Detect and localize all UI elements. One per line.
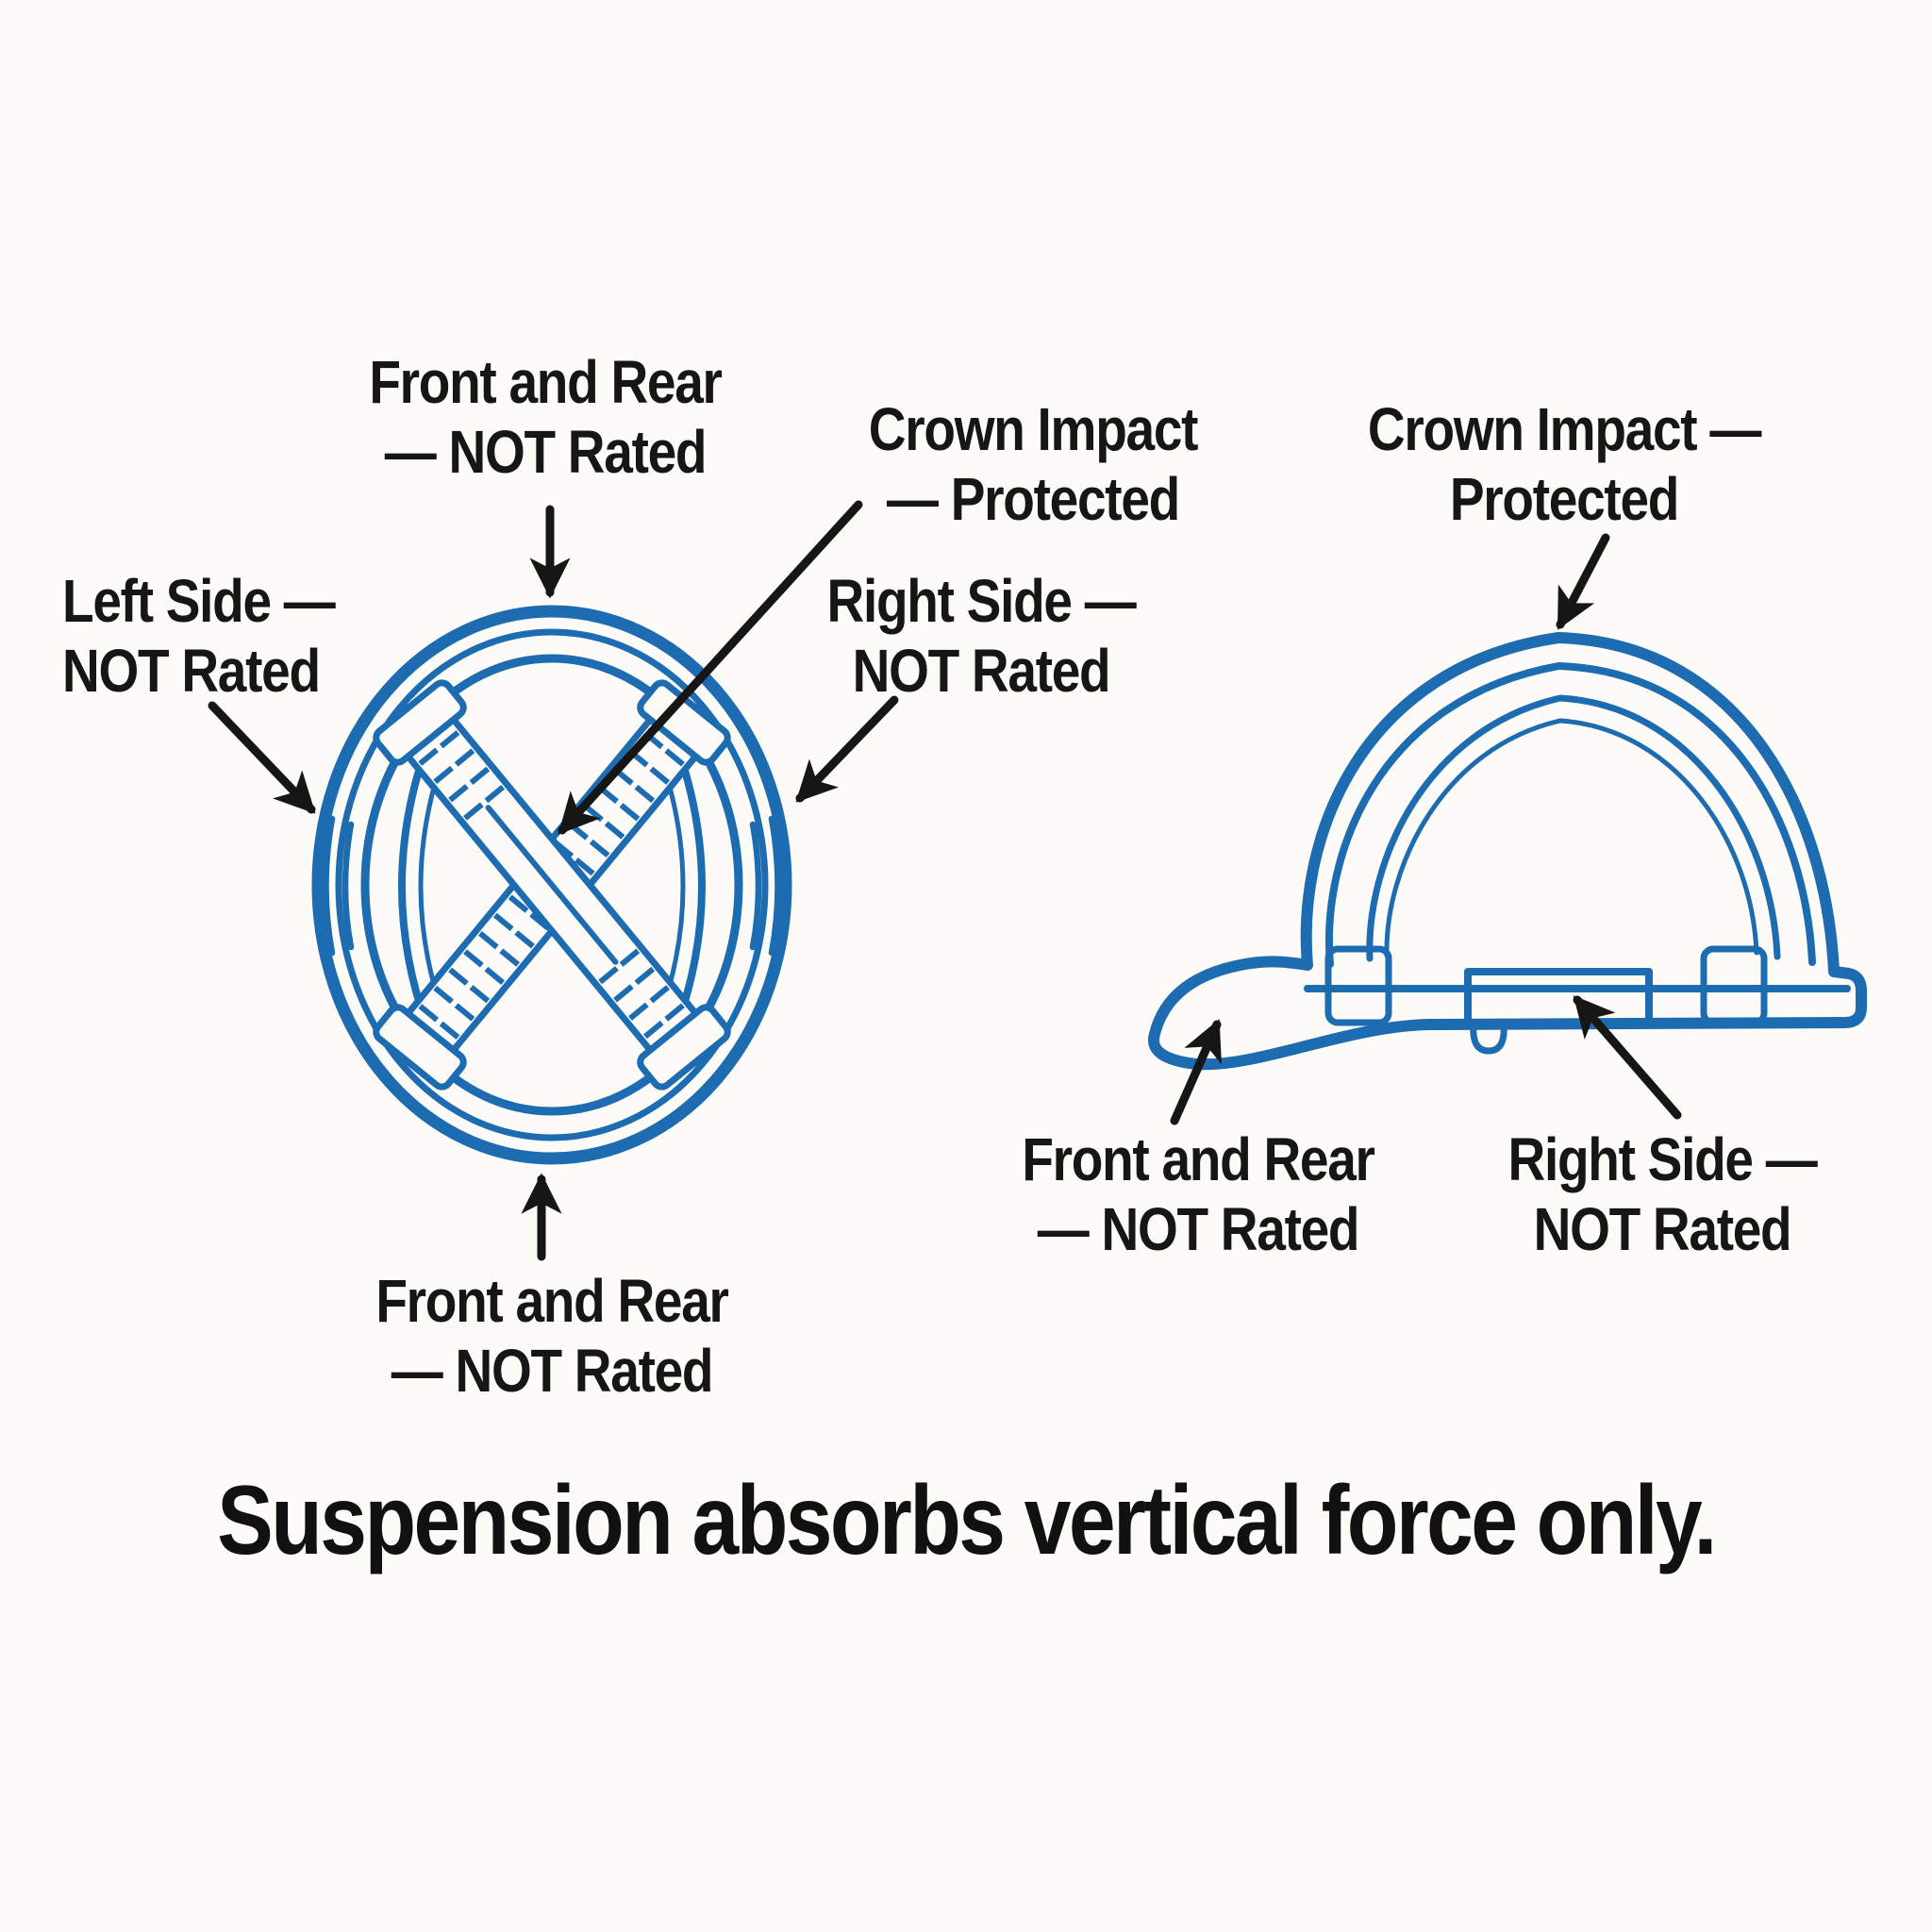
- caption-text: Suspension absorbs vertical force only.: [217, 1466, 1717, 1575]
- label-line: Right Side —: [826, 567, 1137, 635]
- arrow-crown-impact-pointer: [558, 500, 863, 835]
- side-view-suspension-dome-inner: [1384, 718, 1759, 958]
- label-line: NOT Rated: [62, 637, 321, 705]
- label-line: — Protected: [886, 465, 1180, 533]
- side-view-helmet: [1147, 632, 1867, 1071]
- top-view-helmet: [311, 605, 792, 1165]
- label-left-side: Left Side — NOT Rated: [62, 566, 379, 706]
- label-line: Front and Rear: [375, 1267, 729, 1335]
- label-line: Crown Impact: [868, 395, 1199, 463]
- label-side-front-rear: Front and Rear — NOT Rated: [1022, 1124, 1607, 1264]
- label-line: — NOT Rated: [384, 418, 708, 486]
- top-view-inner-oval: [360, 654, 743, 1116]
- side-view-headband-block: [1464, 968, 1653, 1026]
- side-view-chin-hook: [1470, 1021, 1507, 1055]
- top-view-outer-rim: [311, 605, 792, 1165]
- top-view-rim-inner-line: [335, 628, 769, 1141]
- label-crown-impact-top-view: Crown Impact — Protected: [869, 394, 1415, 534]
- annotation-arrows: [208, 500, 1682, 1261]
- label-line: — NOT Rated: [391, 1337, 714, 1405]
- label-line: Left Side —: [62, 567, 336, 635]
- side-view-inner-shell-line: [1325, 662, 1816, 968]
- label-top-front-rear: Front and Rear — NOT Rated: [369, 347, 955, 487]
- label-right-side-top-view: Right Side — NOT Rated: [827, 566, 1340, 706]
- label-line: Right Side —: [1507, 1125, 1818, 1193]
- side-view-outer-shell: [1147, 632, 1867, 1071]
- arrow-side-front-rear: [1170, 1019, 1222, 1125]
- label-line: Protected: [1449, 465, 1680, 533]
- top-view-rim-marks: [323, 815, 781, 957]
- label-bottom-front-rear: Front and Rear — NOT Rated: [375, 1266, 961, 1406]
- label-line: NOT Rated: [1533, 1195, 1792, 1263]
- top-view-anchor-tabs: [373, 679, 731, 1091]
- label-crown-impact-side-view: Crown Impact — Protected: [1368, 394, 1932, 534]
- arrow-right-side: [795, 695, 899, 803]
- label-line: Front and Rear: [1022, 1125, 1375, 1193]
- arrow-side-crown: [1556, 533, 1610, 630]
- label-line: NOT Rated: [852, 637, 1111, 705]
- label-line: Front and Rear: [369, 348, 723, 416]
- label-line: Crown Impact —: [1367, 395, 1761, 463]
- label-side-right-side: Right Side — NOT Rated: [1508, 1124, 1932, 1264]
- side-view-suspension-dome: [1366, 694, 1781, 962]
- arrow-side-right-side: [1573, 995, 1682, 1120]
- side-view-left-tab: [1324, 945, 1392, 1026]
- arrow-left-side: [208, 701, 316, 814]
- caption-suspension: Suspension absorbs vertical force only.: [217, 1468, 1932, 1574]
- label-line: — NOT Rated: [1037, 1195, 1360, 1263]
- side-view-right-tab: [1700, 945, 1768, 1026]
